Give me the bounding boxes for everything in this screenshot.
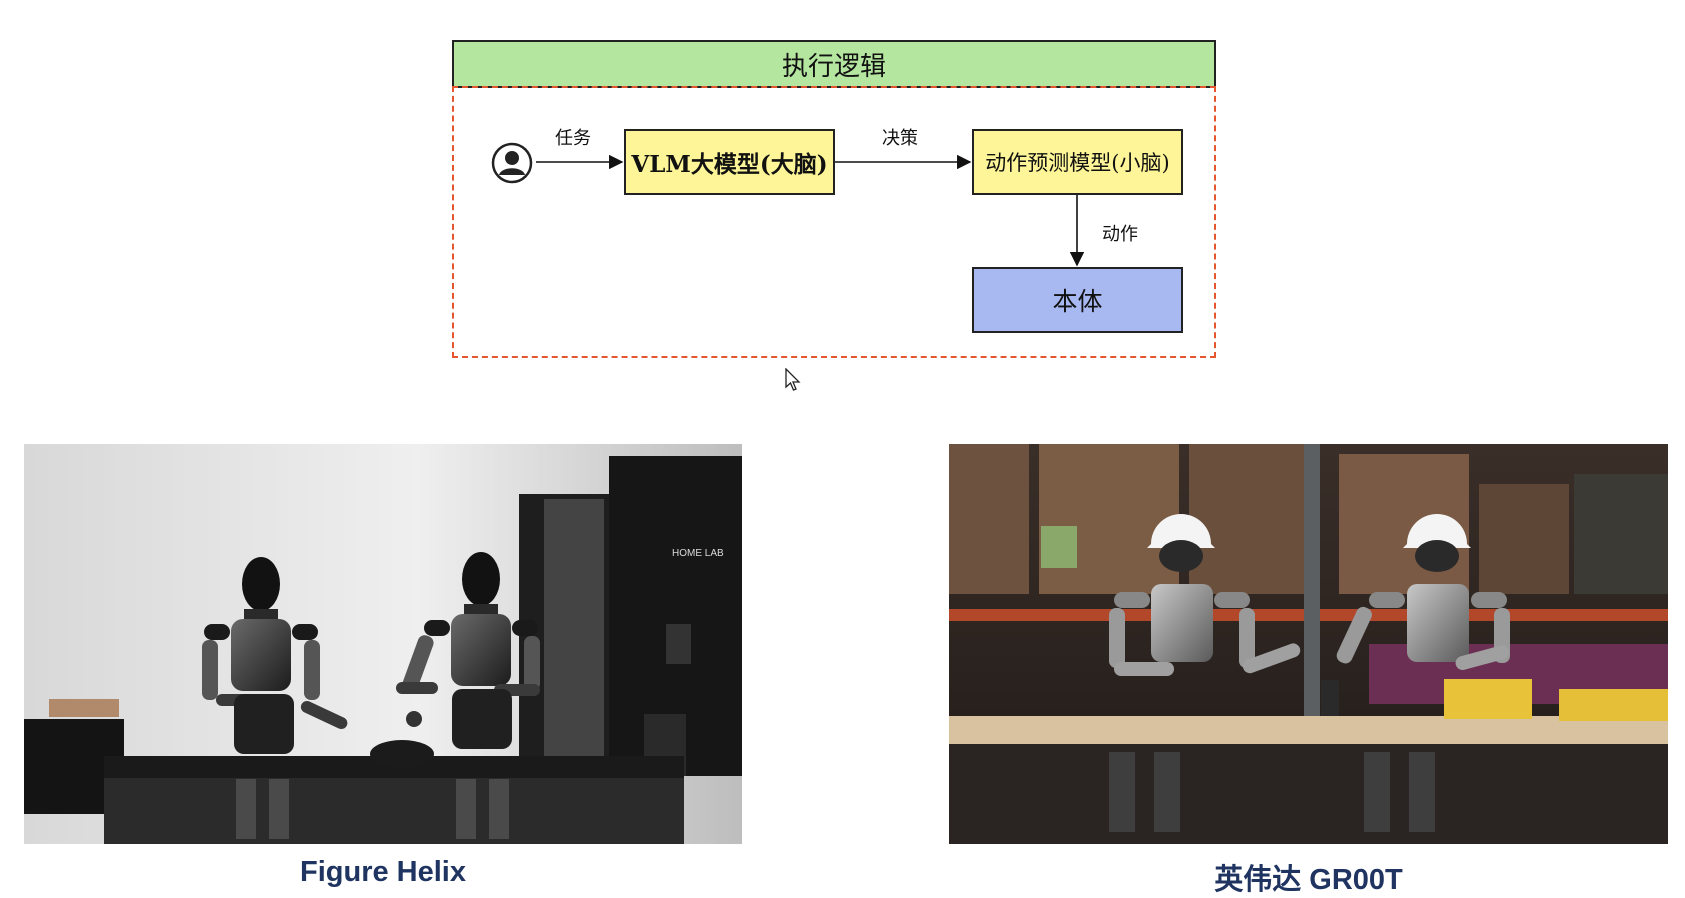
nvidia-groot-photo xyxy=(949,444,1668,844)
node-vlm-brain: VLM大模型(大脑) xyxy=(624,129,835,195)
edge-label-decision: 决策 xyxy=(882,128,918,149)
node-robot-body: 本体 xyxy=(972,267,1183,333)
caption-figure-helix: Figure Helix xyxy=(300,856,466,888)
edge-label-action: 动作 xyxy=(1102,224,1138,245)
user-icon xyxy=(490,141,534,185)
home-lab-sign: HOME LAB xyxy=(672,548,724,559)
execution-logic-diagram: 执行逻辑 任务 决策 动作 VLM大模型(大脑) 动作预测模型(小脑) 本体 xyxy=(452,40,1216,358)
diagram-arrows xyxy=(536,154,1085,267)
figure-helix-photo: HOME LAB xyxy=(24,444,742,844)
caption-nvidia-groot: 英伟达 GR00T xyxy=(1214,864,1403,896)
node-action-model-cerebellum: 动作预测模型(小脑) xyxy=(972,129,1183,195)
diagram-title: 执行逻辑 xyxy=(452,40,1216,88)
diagram-frame xyxy=(452,86,1216,358)
edge-label-task: 任务 xyxy=(555,128,591,149)
cursor-icon xyxy=(785,367,801,392)
